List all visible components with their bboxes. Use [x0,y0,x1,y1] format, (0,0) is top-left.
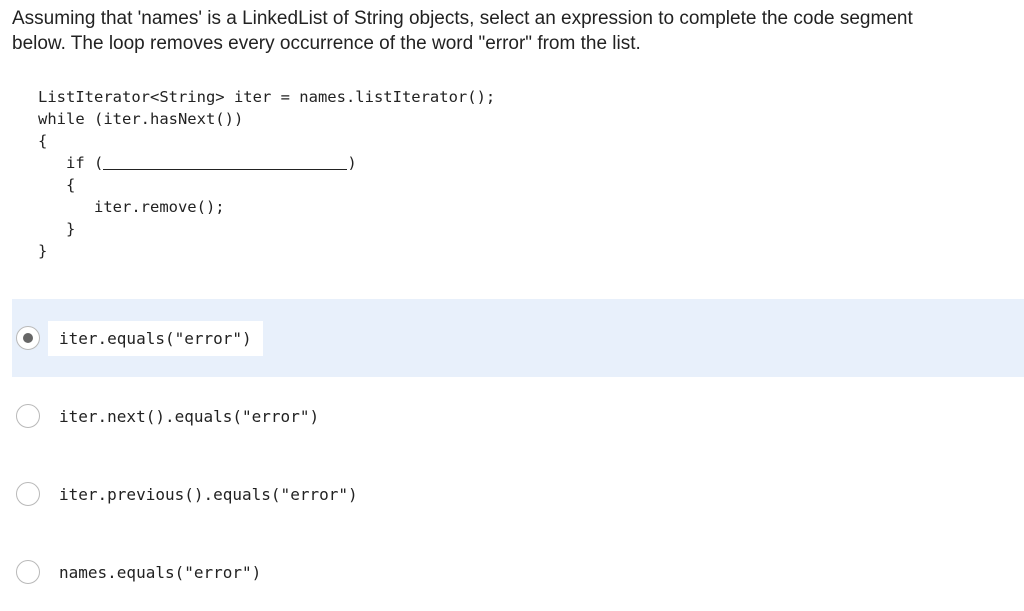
radio-unselected-icon[interactable] [16,404,40,428]
answer-option-label[interactable]: iter.next().equals("error") [59,406,320,426]
code-if-prefix: if ( [38,154,104,172]
code-line-3: { [38,132,48,150]
radio-unselected-icon[interactable] [16,482,40,506]
question-text: Assuming that 'names' is a LinkedList of… [12,6,1012,56]
code-line-2: while (iter.hasNext()) [38,110,244,128]
answer-option-2[interactable]: iter.next().equals("error") [12,377,1024,455]
question-line-1: Assuming that 'names' is a LinkedList of… [12,8,913,29]
code-line-4: if () [38,152,495,174]
code-line-8: } [38,242,48,260]
code-if-suffix: ) [347,154,357,172]
code-line-1: ListIterator<String> iter = names.listIt… [38,88,496,106]
code-blank [103,154,348,170]
code-line-6: iter.remove(); [38,198,225,216]
answer-option-1[interactable]: iter.equals("error") [12,299,1024,377]
answer-option-3[interactable]: iter.previous().equals("error") [12,455,1024,533]
answer-option-label[interactable]: names.equals("error") [59,562,262,582]
answer-option-label[interactable]: iter.previous().equals("error") [59,484,358,504]
answer-option-4[interactable]: names.equals("error") [12,533,1024,611]
radio-selected-icon[interactable] [16,326,40,350]
answer-options: iter.equals("error") iter.next().equals(… [12,299,1024,611]
code-line-7: } [38,220,76,238]
code-line-5: { [38,176,76,194]
question-line-2: below. The loop removes every occurrence… [12,33,641,54]
answer-option-label[interactable]: iter.equals("error") [48,320,263,356]
radio-unselected-icon[interactable] [16,560,40,584]
code-segment: ListIterator<String> iter = names.listIt… [38,86,495,262]
